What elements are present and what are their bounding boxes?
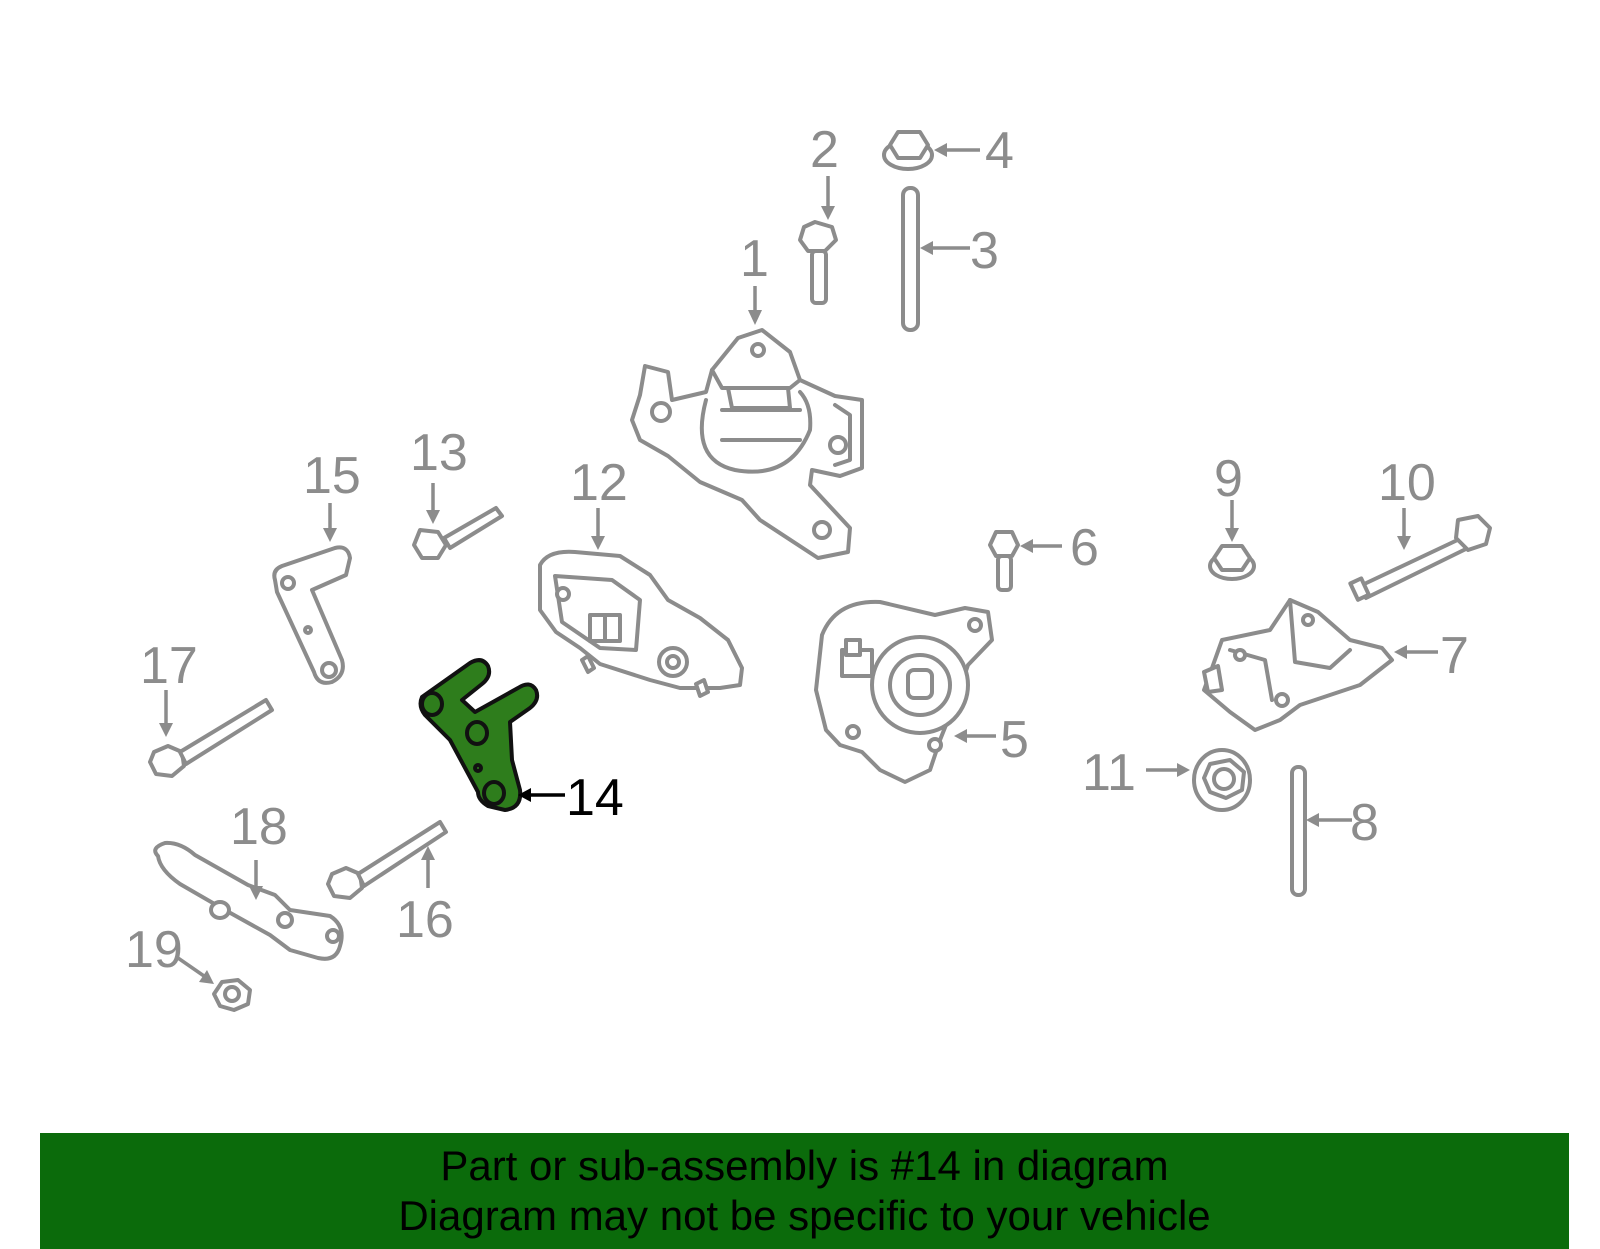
part-9-nut[interactable] (1208, 544, 1256, 581)
label-3: 3 (970, 222, 999, 280)
label-18: 18 (230, 798, 288, 856)
label-10: 10 (1378, 454, 1436, 512)
arrow-14 (518, 788, 565, 802)
arrow-15 (323, 503, 337, 542)
arrow-7 (1394, 645, 1438, 659)
arrow-11 (1146, 763, 1190, 777)
label-13: 13 (410, 424, 468, 482)
arrow-6 (1020, 539, 1062, 553)
part-2-bolt[interactable] (798, 220, 838, 305)
label-16: 16 (396, 891, 454, 949)
label-19: 19 (125, 921, 183, 979)
part-19-nut[interactable] (212, 978, 252, 1012)
part-3-stud[interactable] (901, 186, 920, 332)
arrow-8 (1306, 813, 1352, 827)
arrow-2 (821, 176, 835, 220)
part-12-mount[interactable] (538, 549, 744, 698)
part-13-bolt[interactable] (412, 506, 504, 560)
arrow-17 (159, 690, 173, 737)
label-2: 2 (810, 121, 839, 179)
banner-line-1: Part or sub-assembly is #14 in diagram (440, 1142, 1169, 1189)
label-8: 8 (1350, 794, 1379, 852)
part-10-bolt[interactable] (1348, 514, 1492, 602)
label-4: 4 (985, 122, 1014, 180)
part-6-bolt[interactable] (988, 530, 1020, 592)
part-7-bracket[interactable] (1202, 598, 1394, 732)
arrow-10 (1397, 508, 1411, 550)
arrow-12 (591, 508, 605, 550)
part-5-transmission-mount[interactable] (814, 599, 994, 784)
part-17-bolt[interactable] (148, 698, 274, 778)
part-14-bracket-highlighted[interactable] (418, 658, 540, 812)
arrow-5 (954, 729, 996, 743)
label-17: 17 (140, 637, 198, 695)
arrow-1 (748, 286, 762, 325)
label-14: 14 (566, 769, 624, 827)
part-4-nut[interactable] (882, 130, 934, 171)
label-5: 5 (1000, 711, 1029, 769)
part-11-bushing-nut[interactable] (1192, 748, 1252, 812)
arrow-4 (934, 143, 980, 157)
label-7: 7 (1440, 627, 1469, 685)
label-15: 15 (303, 447, 361, 505)
label-12: 12 (570, 454, 628, 512)
arrow-19 (177, 956, 214, 984)
banner-line-2: Diagram may not be specific to your vehi… (398, 1192, 1211, 1239)
label-6: 6 (1070, 519, 1099, 577)
label-9: 9 (1214, 450, 1243, 508)
arrow-16 (421, 846, 435, 888)
part-15-bracket[interactable] (272, 545, 352, 685)
arrow-3 (920, 241, 970, 255)
arrow-9 (1225, 500, 1239, 542)
label-1: 1 (740, 230, 769, 288)
arrow-13 (426, 483, 440, 524)
part-8-stud[interactable] (1290, 765, 1307, 897)
info-banner: Part or sub-assembly is #14 in diagram D… (40, 1133, 1569, 1249)
part-18-brace[interactable] (153, 840, 344, 961)
arrow-18 (249, 860, 263, 900)
label-11: 11 (1082, 744, 1136, 802)
part-16-bolt[interactable] (326, 820, 448, 900)
part-1-engine-mount[interactable] (630, 328, 864, 560)
